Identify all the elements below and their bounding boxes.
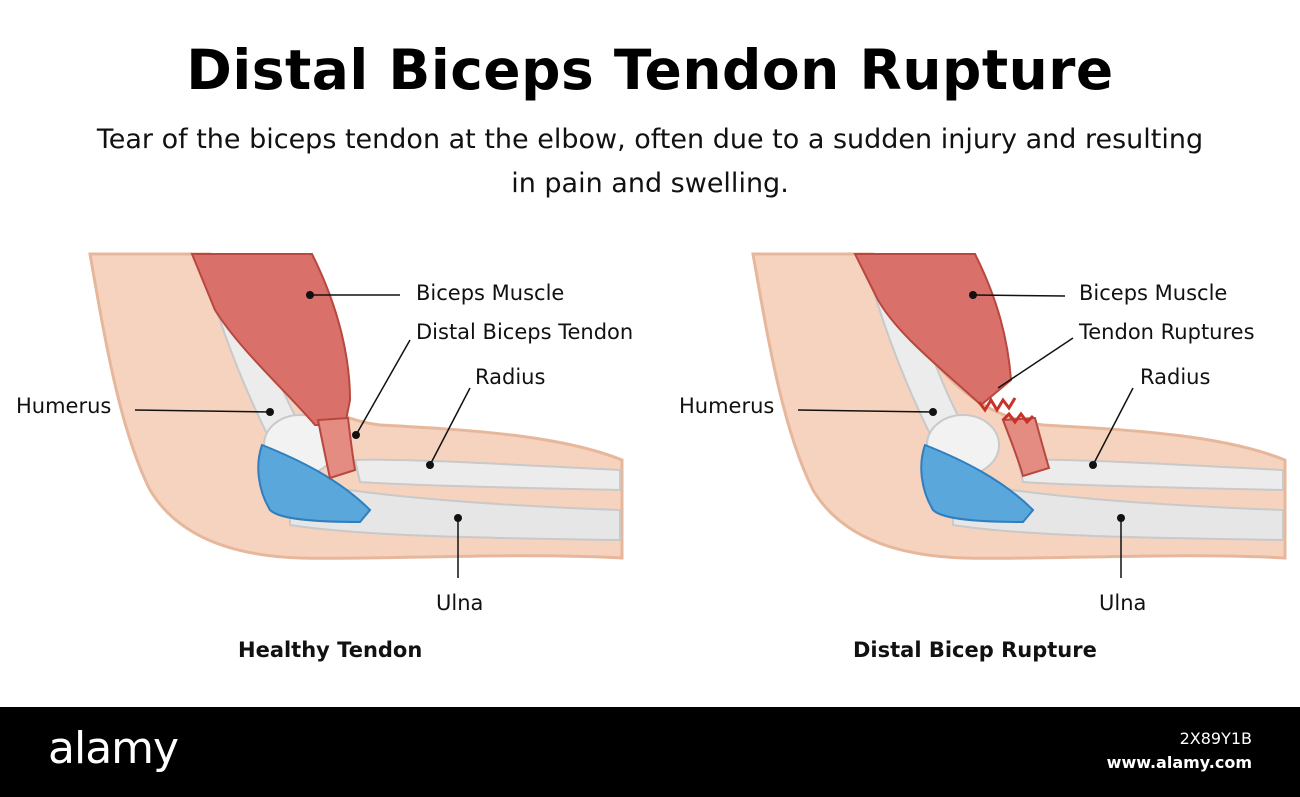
alamy-logo: alamy [48, 723, 179, 774]
label-biceps-muscle: Biceps Muscle [416, 281, 565, 305]
label-tendon-ruptures: Tendon Ruptures [1079, 320, 1255, 344]
rupture-elbow-illustration [751, 252, 1287, 578]
label-humerus: Humerus [16, 394, 112, 418]
caption-healthy-tendon: Healthy Tendon [238, 638, 423, 662]
rupture-panel: Biceps Muscle Tendon Ruptures Radius Hum… [663, 240, 1300, 680]
healthy-elbow-illustration [88, 252, 624, 578]
caption-distal-bicep-rupture: Distal Bicep Rupture [853, 638, 1097, 662]
image-id: 2X89Y1B [1179, 729, 1252, 748]
label-ulna: Ulna [436, 591, 484, 615]
label-biceps-muscle: Biceps Muscle [1079, 281, 1228, 305]
label-radius: Radius [1140, 365, 1211, 389]
page-title: Distal Biceps Tendon Rupture [186, 38, 1114, 102]
label-humerus: Humerus [679, 394, 775, 418]
healthy-tendon-panel: Biceps Muscle Distal Biceps Tendon Radiu… [0, 240, 650, 680]
label-distal-biceps-tendon: Distal Biceps Tendon [416, 320, 634, 344]
watermark-url: www.alamy.com [1106, 753, 1252, 772]
page-subtitle: Tear of the biceps tendon at the elbow, … [96, 124, 1204, 199]
watermark-bar: alamy 2X89Y1B www.alamy.com [0, 707, 1300, 797]
label-ulna: Ulna [1099, 591, 1147, 615]
label-radius: Radius [475, 365, 546, 389]
